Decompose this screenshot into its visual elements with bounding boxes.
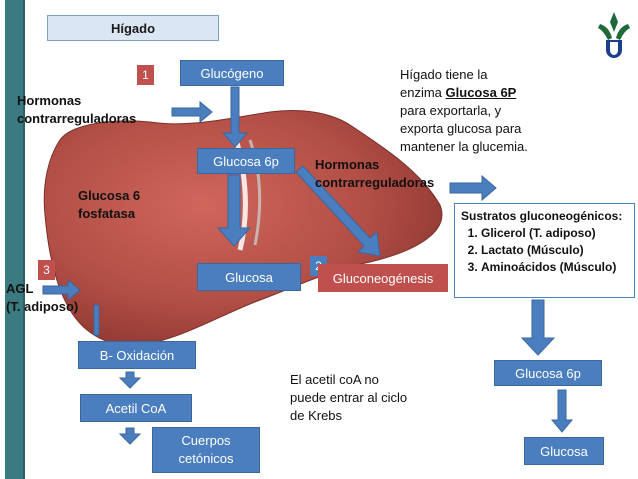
- note-top-enzyme: Glucosa 6P: [445, 85, 517, 100]
- sustratos-item: Aminoácidos (Músculo): [481, 259, 628, 276]
- note-bottom-line3: de Krebs: [290, 408, 343, 423]
- sustratos-item: Glicerol (T. adiposo): [481, 225, 628, 242]
- glucosa-6-fosfatasa-label: Glucosa 6 fosfatasa: [78, 187, 140, 223]
- glucogeno-box: Glucógeno: [180, 60, 284, 86]
- hormonas-left-label: Hormonas contrarreguladoras: [17, 92, 136, 128]
- agl-line1: AGL: [6, 281, 34, 296]
- arrow-hormonas-left: [171, 100, 213, 124]
- sustratos-title: Sustratos gluconeogénicos:: [461, 209, 623, 223]
- glucosa-6p-right-box: Glucosa 6p: [494, 360, 602, 386]
- note-top-line5: mantener la glucemia.: [400, 139, 528, 154]
- sustratos-list: Glicerol (T. adiposo) Lactato (Músculo) …: [461, 225, 628, 276]
- arrow-agl-to-boxidacion-line: [93, 304, 100, 336]
- step-badge-1: 1: [137, 65, 154, 85]
- step-badge-3: 3: [38, 260, 55, 280]
- note-top: Hígado tiene la enzima Glucosa 6P para e…: [400, 66, 528, 156]
- acetil-coa-box: Acetil CoA: [80, 394, 192, 422]
- cuerpos-cetonicos-line1: Cuerpos: [181, 433, 231, 448]
- gluconeogenesis-box: Gluconeogénesis: [318, 264, 448, 292]
- cuerpos-cetonicos-box: Cuerpos cetónicos: [152, 427, 260, 473]
- glucosa-6-fosfatasa-line2: fosfatasa: [78, 206, 136, 221]
- note-bottom-line1: El acetil coA no: [290, 372, 379, 387]
- hormonas-mid-label: Hormonas contrarreguladoras: [315, 156, 434, 192]
- hormonas-left-line2: contrarreguladoras: [17, 111, 137, 126]
- sustratos-box: Sustratos gluconeogénicos: Glicerol (T. …: [454, 203, 635, 298]
- arrow-hormonas-mid: [449, 174, 497, 202]
- arrow-g6p-to-gluconeogenesis: [295, 165, 381, 257]
- note-bottom-line2: puede entrar al ciclo: [290, 390, 408, 405]
- glucosa-6p-center-box: Glucosa 6p: [197, 148, 295, 174]
- left-sidebar-bar: [5, 0, 25, 479]
- agl-label: AGL (T. adiposo): [6, 280, 78, 316]
- arrow-glucogeno-to-g6p: [221, 86, 249, 148]
- arrow-g6p-right-to-glucosa: [550, 389, 574, 433]
- note-bottom: El acetil coA no puede entrar al ciclo d…: [290, 371, 407, 425]
- note-top-line2-pre: enzima: [400, 85, 446, 100]
- note-top-line1: Hígado tiene la: [400, 67, 488, 82]
- page-title: Hígado: [47, 15, 219, 41]
- note-top-line4: exporta glucosa para: [400, 121, 522, 136]
- sustratos-item: Lactato (Músculo): [481, 242, 628, 259]
- hormonas-left-line1: Hormonas: [17, 93, 82, 108]
- university-shield-logo-icon: [598, 12, 630, 58]
- arrow-g6p-to-glucosa: [216, 174, 252, 247]
- hormonas-mid-line2: contrarreguladoras: [315, 175, 435, 190]
- b-oxidacion-box: B- Oxidación: [78, 341, 196, 369]
- arrow-boxidacion-to-acetil: [118, 371, 142, 389]
- glucosa-center-box: Glucosa: [197, 263, 301, 291]
- agl-line2: (T. adiposo): [6, 299, 79, 314]
- note-top-line2: enzima Glucosa 6P: [400, 84, 528, 102]
- hormonas-mid-line1: Hormonas: [315, 157, 380, 172]
- note-top-line3: para exportarla, y: [400, 103, 502, 118]
- glucosa-right-box: Glucosa: [524, 437, 604, 465]
- glucosa-6-fosfatasa-line1: Glucosa 6: [78, 188, 141, 203]
- cuerpos-cetonicos-line2: cetónicos: [178, 451, 234, 466]
- arrow-sustratos-to-g6p: [520, 299, 556, 356]
- arrow-acetil-to-cuerpos: [118, 427, 142, 445]
- arrow-agl: [42, 278, 81, 302]
